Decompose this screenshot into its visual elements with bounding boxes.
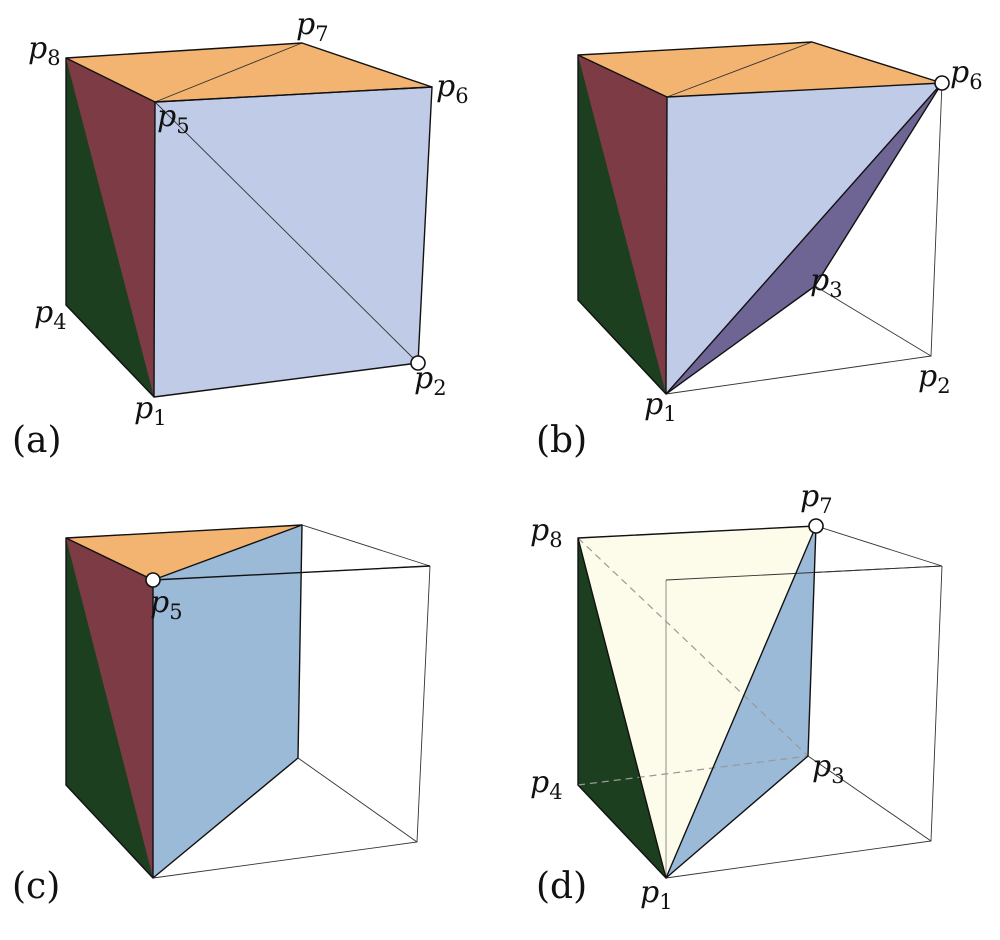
- panel-a-left-red-face: [66, 58, 155, 397]
- panel-d-hidden-edge-p8-p3: [577, 537, 809, 757]
- panel-d-wire-back-bottom: [807, 755, 932, 842]
- panel-d-label-p1: p1: [640, 875, 673, 914]
- panel-b-outline-purple: [665, 82, 943, 395]
- panel-a-outline-left: [65, 58, 155, 398]
- panel-d-label-p8: p8: [530, 513, 563, 552]
- panel-d-hidden-edge-p4-p3: [577, 755, 809, 786]
- panel-d-cream-face: [578, 526, 816, 878]
- panel-c-top-front-edge: [152, 565, 431, 581]
- panel-a: p8 p7 p6 p5 p4 p2 p1 (a): [12, 7, 469, 461]
- panel-b-top-diagonal: [666, 41, 813, 98]
- panel-c-vertex-marker-p5: [145, 572, 161, 588]
- panel-d-label-p4: p4: [530, 765, 563, 804]
- panel-c-outline-blue: [152, 524, 303, 879]
- panel-b-left-red-face: [578, 55, 667, 394]
- panel-a-top-face: [66, 43, 432, 102]
- panel-b-label-p6: p6: [950, 55, 983, 94]
- panel-a-label-p4: p4: [34, 295, 67, 334]
- panel-d-outline-green: [577, 538, 667, 879]
- panel-a-front-diagonal: [154, 101, 419, 364]
- panel-d-caption: (d): [536, 866, 587, 907]
- panel-a-caption: (a): [12, 420, 62, 461]
- panel-c-caption: (c): [12, 866, 60, 907]
- panel-c: p5 (c): [12, 524, 431, 907]
- panel-d-outline-cream: [577, 525, 817, 879]
- panel-c-wire-back: [297, 757, 418, 843]
- panel-c-left-red-face: [66, 538, 153, 878]
- panel-d-label-p7: p7: [800, 479, 833, 518]
- panel-c-blue-face: [153, 525, 302, 878]
- panel-a-label-p1: p1: [134, 391, 167, 430]
- panel-a-label-p8: p8: [28, 31, 61, 70]
- panel-b-vertex-marker-p6: [934, 75, 950, 91]
- panel-b-caption: (b): [536, 420, 587, 461]
- panel-b-outline-left: [577, 55, 667, 395]
- panel-a-front-face: [154, 87, 432, 397]
- panel-a-vertex-marker-p2: [410, 355, 426, 371]
- panel-b-label-p3: p3: [810, 263, 843, 302]
- panel-b-label-p1: p1: [644, 387, 677, 426]
- panel-a-label-p2: p2: [414, 361, 447, 400]
- panel-c-outline-left: [65, 538, 154, 879]
- panel-b: p6 p3 p2 p1 (b): [536, 41, 983, 461]
- panel-d-label-p3: p3: [812, 749, 845, 788]
- panel-d-wire-top-front-over: [665, 565, 943, 581]
- panel-b-top-face: [578, 42, 942, 97]
- panel-a-label-p6: p6: [436, 69, 469, 108]
- panel-a-label-p7: p7: [296, 7, 329, 46]
- panel-d-outline-blue: [665, 525, 817, 879]
- panel-c-outline-top: [65, 524, 303, 581]
- panel-a-label-p5: p5: [157, 99, 190, 138]
- panel-d-vertex-marker-p7: [808, 518, 824, 534]
- panel-a-top-diagonal: [154, 42, 303, 103]
- panel-b-bottom-edge: [665, 355, 932, 395]
- panel-c-label-p5: p5: [150, 585, 183, 624]
- panel-d: p8 p7 p4 p3 p1 (d): [530, 479, 943, 914]
- panel-b-label-p2: p2: [918, 359, 951, 398]
